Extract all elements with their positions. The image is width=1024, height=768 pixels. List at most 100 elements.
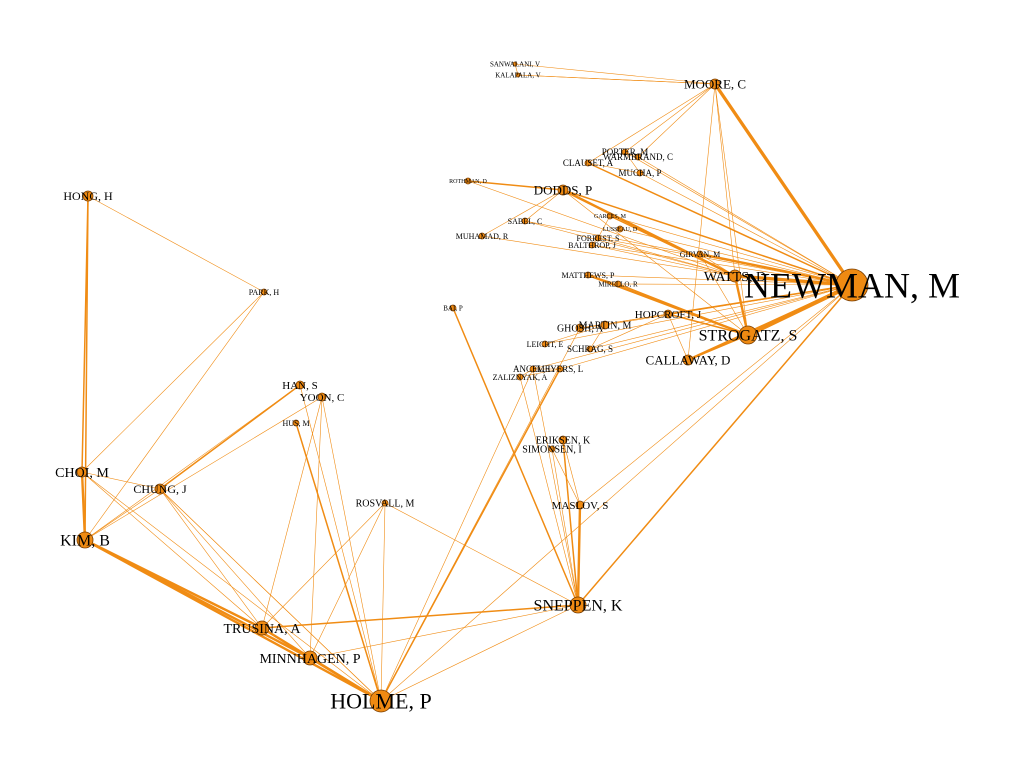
node-sabel[interactable] <box>521 217 529 225</box>
node-martin[interactable] <box>600 320 610 330</box>
edge-mucha-porter <box>624 151 641 174</box>
edge-dodds-muhamad <box>481 189 564 237</box>
edge-newman-warmbrand <box>637 156 853 286</box>
node-strogatz[interactable] <box>738 325 758 345</box>
node-baip[interactable] <box>449 304 457 312</box>
node-zaliz[interactable] <box>516 373 524 381</box>
node-label-simonsen: SIMONSEN, I <box>522 445 581 456</box>
edge-newman-dodds <box>562 189 853 286</box>
edge-zaliz-meyers <box>519 368 561 378</box>
edge-watts-forrest <box>597 237 736 277</box>
node-hus[interactable] <box>292 419 300 427</box>
node-watts[interactable] <box>728 269 742 283</box>
edge-choi-chung <box>81 471 161 490</box>
node-label-maslov: MASLOV, S <box>552 500 609 512</box>
edges-layer <box>80 63 855 703</box>
edge-newman-holme <box>380 284 853 702</box>
node-ghosh[interactable] <box>575 323 585 333</box>
node-kalapala[interactable] <box>515 72 521 78</box>
edge-newman-mirollo <box>617 283 853 286</box>
node-label-mucha: MUCHA, P <box>618 168 661 178</box>
node-simonsen[interactable] <box>548 445 556 453</box>
edge-newman-matthews <box>587 274 853 286</box>
edge-chung-trusina <box>159 488 263 629</box>
node-maslov[interactable] <box>575 500 585 510</box>
edge-strogatz-hopcroft <box>667 313 749 336</box>
edge-newman-snepen <box>577 284 853 606</box>
edge-watts-garces <box>609 215 736 277</box>
node-rothman[interactable] <box>464 177 472 185</box>
node-label-trusina: TRUSINA, A <box>223 622 301 637</box>
edge-callaway-hopcroft <box>667 313 689 361</box>
node-label-park: PARK, H <box>249 288 280 297</box>
edge-watts-girvan <box>699 253 736 277</box>
node-garces[interactable] <box>606 212 614 220</box>
node-label-baip: BAI, P <box>443 304 463 312</box>
node-minnhagen[interactable] <box>302 650 318 666</box>
node-clauset[interactable] <box>584 159 592 167</box>
node-chung[interactable] <box>154 483 166 495</box>
edge-snepen-rosvall <box>384 502 579 606</box>
edge-kalapala-moore <box>517 74 716 85</box>
node-trusina[interactable] <box>254 620 270 636</box>
node-snepen[interactable] <box>569 596 587 614</box>
node-holme[interactable] <box>369 689 393 713</box>
edge-ghosh-hopcroft <box>579 313 669 329</box>
node-label-matthews: MATTHEWS, P <box>562 271 615 280</box>
edge-newman-porter <box>624 151 853 286</box>
node-hanj[interactable] <box>295 380 305 390</box>
edge-chung-hanj <box>159 384 301 490</box>
node-ancel[interactable] <box>529 365 537 373</box>
node-mirollo[interactable] <box>614 280 622 288</box>
node-choi[interactable] <box>76 466 88 478</box>
node-forrest[interactable] <box>594 234 602 242</box>
node-sanwalani[interactable] <box>512 61 518 67</box>
node-newman[interactable] <box>835 268 869 302</box>
edge-choi-park <box>81 291 265 473</box>
node-hopcroft[interactable] <box>663 309 673 319</box>
node-label-martin: MARTIN, M <box>579 321 632 332</box>
node-lusseau[interactable] <box>616 225 624 233</box>
node-rosvall[interactable] <box>381 499 389 507</box>
node-label-kim: KIM, B <box>60 533 110 550</box>
edge-matthews-mirollo <box>587 274 619 285</box>
edge-strogatz-dodds <box>562 189 749 336</box>
node-balthrop[interactable] <box>588 241 596 249</box>
edge-choi-trusina <box>81 471 263 629</box>
edge-holme-rosvall <box>380 502 386 702</box>
node-callaway[interactable] <box>682 354 694 366</box>
node-label-hanj: HAN, S <box>282 380 317 392</box>
node-dodds[interactable] <box>557 184 569 196</box>
edge-kim-yoon <box>84 396 323 541</box>
node-muhamad[interactable] <box>478 232 486 240</box>
node-mucha[interactable] <box>636 169 644 177</box>
node-label-warmbrand: WARMBRAND, C <box>603 152 673 162</box>
edge-newman-mucha <box>639 172 853 286</box>
node-label-meyers: MEYERS, L <box>537 364 584 374</box>
edge-strogatz-watts <box>733 274 750 337</box>
edge-newman-watts <box>733 274 854 287</box>
node-yoon[interactable] <box>317 392 327 402</box>
node-park[interactable] <box>260 288 268 296</box>
edge-newman-ancel <box>532 284 853 370</box>
node-kim[interactable] <box>76 531 94 549</box>
node-hongh[interactable] <box>82 190 94 202</box>
node-eriksen[interactable] <box>558 435 568 445</box>
node-leicht[interactable] <box>541 340 549 348</box>
edge-kim-park <box>84 291 265 541</box>
node-girvan[interactable] <box>696 250 704 258</box>
node-moore[interactable] <box>709 78 721 90</box>
edge-newman-balthrop <box>591 244 853 286</box>
edge-watts-rothman <box>467 180 736 277</box>
node-meyers[interactable] <box>556 365 564 373</box>
node-label-strogatz: STROGATZ, S <box>699 328 798 345</box>
edge-snepen-eriksen <box>562 439 579 606</box>
node-schrag[interactable] <box>586 345 594 353</box>
node-label-sabel: SABEL, C <box>508 217 543 226</box>
node-porter[interactable] <box>621 148 629 156</box>
edge-newman-forrest <box>597 237 853 286</box>
node-warmbrand[interactable] <box>634 153 642 161</box>
node-matthews[interactable] <box>584 271 592 279</box>
node-label-girvan: GIRVAN, M <box>680 250 721 259</box>
